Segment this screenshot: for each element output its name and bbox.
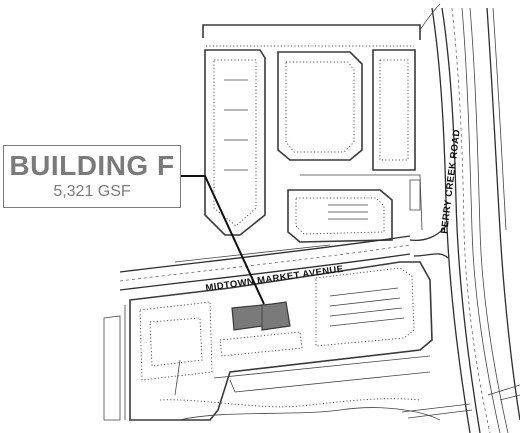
perry-creek-road xyxy=(401,3,520,433)
north-parking xyxy=(202,24,423,243)
midtown-market-avenue xyxy=(119,235,411,291)
building-callout: BUILDING F 5,321 GSF xyxy=(3,145,181,208)
building-name: BUILDING F xyxy=(9,150,175,181)
south-parking xyxy=(103,261,441,421)
avenue-label: MIDTOWN MARKET AVENUE xyxy=(205,264,344,294)
building-f xyxy=(231,301,291,331)
road-label: PERRY CREEK ROAD xyxy=(439,129,463,235)
building-area: 5,321 GSF xyxy=(53,183,131,200)
callout-leader-line xyxy=(181,175,265,305)
